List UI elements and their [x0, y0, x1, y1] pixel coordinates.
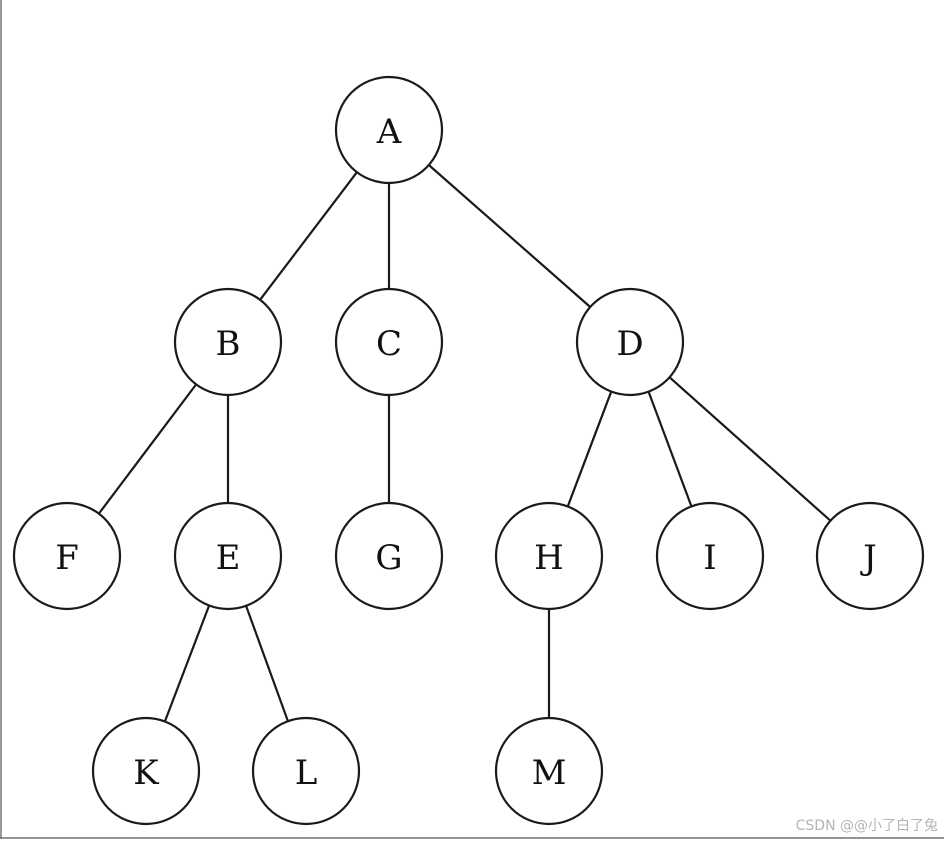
- edge-e-l: [245, 605, 289, 722]
- node-label-j: J: [860, 538, 877, 578]
- watermark-text: CSDN @@小了白了兔: [795, 818, 938, 834]
- edge-d-j: [668, 376, 832, 522]
- node-i: I: [655, 501, 765, 611]
- node-circle-b: [173, 287, 283, 397]
- node-label-g: G: [375, 538, 402, 578]
- node-circle-e: [173, 501, 283, 611]
- node-circle-a: [334, 75, 444, 185]
- edge-a-d: [428, 164, 591, 308]
- node-label-m: M: [532, 753, 567, 793]
- node-label-b: B: [216, 324, 241, 364]
- node-m: M: [494, 716, 604, 826]
- node-label-d: D: [616, 324, 643, 364]
- node-label-h: H: [534, 538, 564, 578]
- node-h: H: [494, 501, 604, 611]
- node-label-i: I: [703, 538, 716, 578]
- node-circle-j: [815, 501, 925, 611]
- node-e: E: [173, 501, 283, 611]
- node-circle-g: [334, 501, 444, 611]
- node-l: L: [251, 716, 361, 826]
- edges-layer: [97, 164, 832, 722]
- node-circle-d: [575, 287, 685, 397]
- node-c: C: [334, 287, 444, 397]
- node-j: J: [815, 501, 925, 611]
- node-circle-m: [494, 716, 604, 826]
- node-a: A: [334, 75, 444, 185]
- edge-d-h: [566, 391, 613, 507]
- node-circle-c: [334, 287, 444, 397]
- node-label-e: E: [216, 538, 241, 578]
- edge-b-f: [97, 383, 198, 515]
- edge-d-i: [647, 391, 693, 507]
- node-label-c: C: [376, 324, 402, 364]
- node-b: B: [173, 287, 283, 397]
- node-label-f: F: [55, 538, 79, 578]
- edge-e-k: [163, 605, 211, 722]
- node-circle-k: [91, 716, 201, 826]
- node-f: F: [12, 501, 122, 611]
- edge-a-b: [259, 171, 358, 301]
- node-k: K: [91, 716, 201, 826]
- node-label-k: K: [133, 753, 159, 793]
- node-label-a: A: [376, 112, 402, 152]
- node-d: D: [575, 287, 685, 397]
- node-circle-l: [251, 716, 361, 826]
- node-label-l: L: [295, 753, 318, 793]
- node-circle-h: [494, 501, 604, 611]
- node-g: G: [334, 501, 444, 611]
- nodes-layer: A B C D F E G H I J K L M: [12, 75, 925, 826]
- node-circle-f: [12, 501, 122, 611]
- node-circle-i: [655, 501, 765, 611]
